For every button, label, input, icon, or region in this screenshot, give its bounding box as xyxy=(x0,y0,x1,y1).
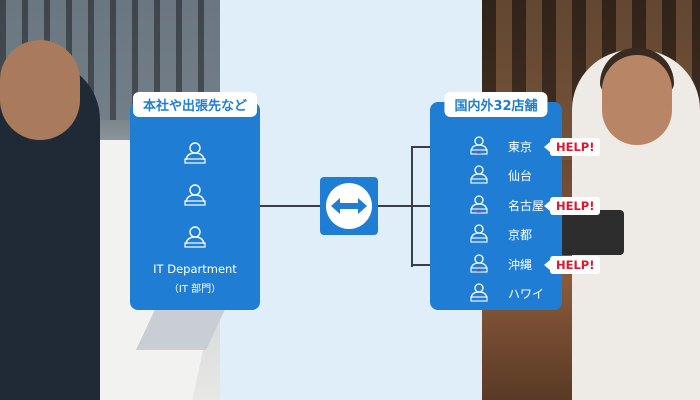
store-staff-alert-icon: x xyxy=(468,193,490,215)
svg-text:x: x xyxy=(477,149,481,156)
svg-text:x: x xyxy=(477,208,481,215)
store-name: 名古屋 xyxy=(508,199,545,213)
it-department-label: IT Department xyxy=(153,262,237,276)
store-row: x 沖縄 xyxy=(430,252,562,276)
svg-text:x: x xyxy=(477,267,481,274)
it-panel-title: 本社や出張先など xyxy=(132,92,258,117)
person-at-laptop-icon xyxy=(182,182,208,208)
it-department-panel: 本社や出張先など IT Department （IT 部門） xyxy=(130,92,260,310)
teamviewer-double-arrow-icon xyxy=(331,198,367,214)
store-staff-icon xyxy=(468,163,490,185)
store-staff-icon xyxy=(468,281,490,303)
person-at-laptop-icon xyxy=(182,140,208,166)
store-name: 京都 xyxy=(508,228,533,242)
help-badge: HELP! xyxy=(550,138,601,156)
stores-panel-title: 国内外32店舗 xyxy=(444,92,548,117)
connector-line-left xyxy=(260,205,320,207)
store-row: ハワイ xyxy=(430,281,562,305)
store-staff-alert-icon: x xyxy=(468,134,490,156)
help-badge: HELP! xyxy=(550,197,601,215)
store-row: 仙台 xyxy=(430,163,562,187)
store-name: 東京 xyxy=(508,140,533,154)
person-at-laptop-icon xyxy=(182,224,208,250)
store-staff-icon xyxy=(468,222,490,244)
store-row: x 名古屋 xyxy=(430,193,562,217)
teamviewer-logo xyxy=(320,177,378,235)
store-row: 京都 xyxy=(430,222,562,246)
help-badge: HELP! xyxy=(550,256,601,274)
store-staff-alert-icon: x xyxy=(468,252,490,274)
store-name: 仙台 xyxy=(508,169,533,183)
store-name: ハワイ xyxy=(508,287,545,301)
store-row: x 東京 xyxy=(430,134,562,158)
stores-panel: 国内外32店舗 x 東京 仙台 x 名古屋 京都 xyxy=(430,92,562,310)
store-name: 沖縄 xyxy=(508,258,533,272)
it-department-sublabel: （IT 部門） xyxy=(168,284,222,295)
connector-line-right xyxy=(378,205,412,207)
